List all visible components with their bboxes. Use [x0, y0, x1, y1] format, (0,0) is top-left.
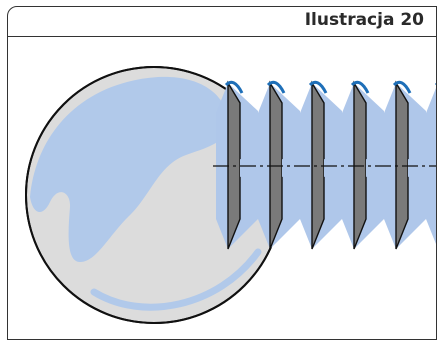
segment-edge-highlight [392, 80, 412, 94]
segment-wedge [282, 159, 298, 177]
segment-wedge [324, 159, 340, 177]
illustration-title: Ilustracja 20 [304, 10, 424, 30]
segment-edge-highlight [434, 83, 436, 85]
segment-edge-highlight [308, 80, 328, 94]
segment-edge-highlight [350, 80, 370, 94]
header-bar: Ilustracja 20 [8, 7, 436, 37]
segment-wedge [240, 159, 256, 177]
segment-wedge [366, 159, 382, 177]
sphere-highlight-arc [90, 248, 262, 311]
segment-blade [311, 80, 325, 250]
segment-edge-highlight [224, 80, 244, 94]
illustration-frame: Ilustracja 20 [7, 6, 437, 340]
segment-wedge [408, 159, 424, 177]
segment-edge-highlight [266, 80, 286, 94]
diagram-canvas [25, 66, 436, 324]
sphere-highlight-shape [30, 76, 229, 262]
